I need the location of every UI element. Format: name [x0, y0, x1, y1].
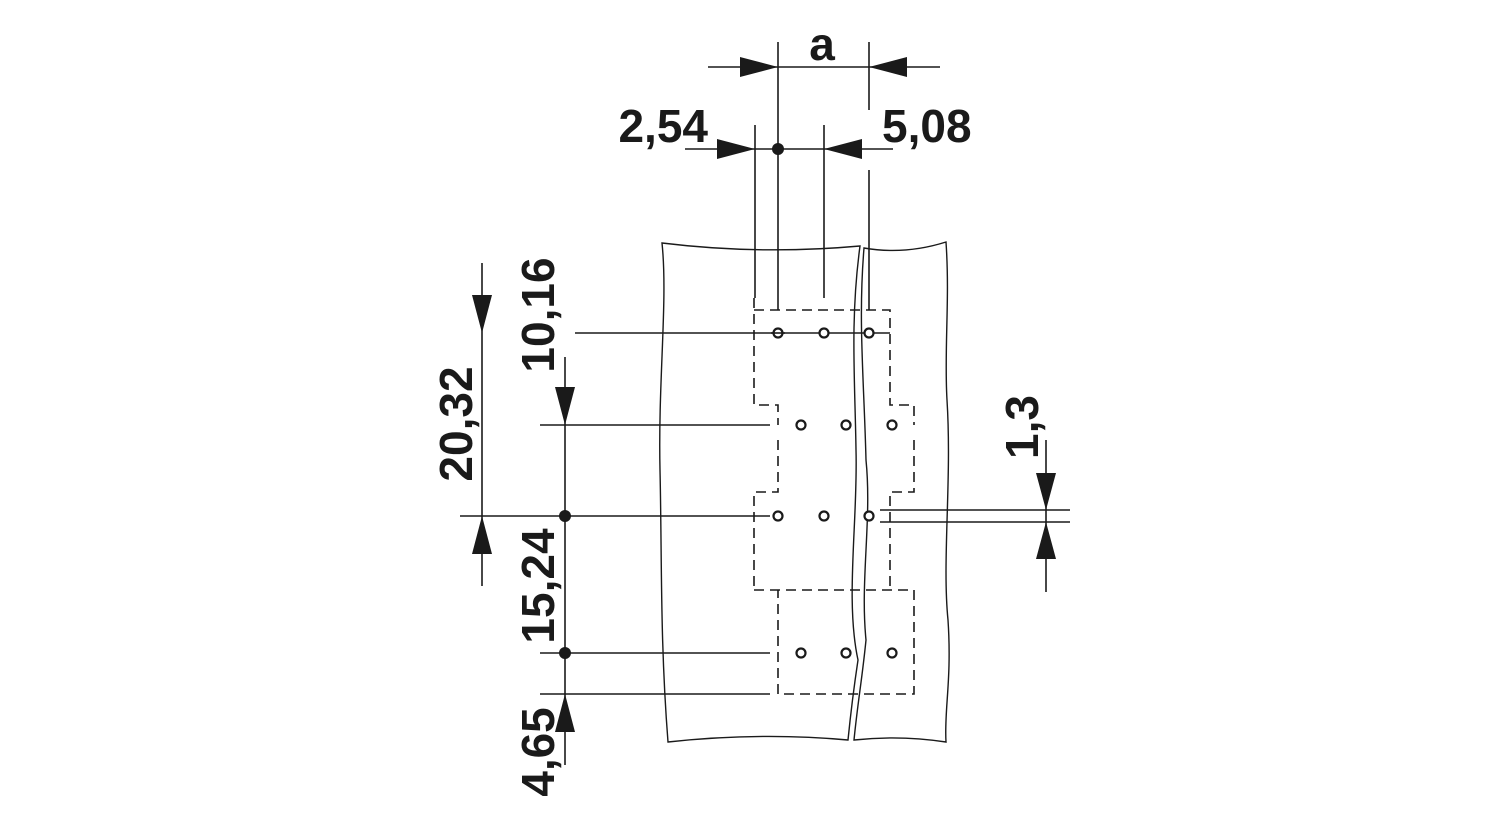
pcb-board [659, 241, 950, 743]
right-dimensions: 1,3 [880, 395, 1070, 592]
hole-r1-c2 [818, 327, 830, 339]
component-2-outline [753, 440, 779, 590]
dim-254-arrow [717, 139, 755, 159]
dim-1-3-arrow-bottom [1036, 522, 1056, 559]
dim-15-24-label: 15,24 [512, 528, 564, 644]
dim-10-16-arrow [555, 387, 575, 425]
dim-a-label: a [809, 18, 835, 70]
top-dimensions: a 2,54 5,08 [618, 18, 972, 310]
component-1-outline [753, 298, 779, 425]
left-dimensions: 20,32 10,16 15,24 4,65 [430, 257, 575, 797]
hole-r1-c3 [863, 327, 875, 339]
hole-rows [460, 327, 898, 695]
dim-1-3-arrow-top [1036, 473, 1056, 510]
hole-r3-c3 [863, 510, 875, 522]
hole-r4-c2 [840, 647, 852, 659]
hole-r2-c2 [840, 419, 852, 431]
dim-4-65-label: 4,65 [512, 707, 564, 797]
dim-2-54-label: 2,54 [618, 100, 708, 152]
component-outlines [753, 298, 915, 695]
hole-r2-c1 [795, 419, 807, 431]
dim-pitch-dot [772, 143, 784, 155]
dim-a-arrow-right [869, 57, 907, 77]
dim-a-arrow-left [740, 57, 778, 77]
dim-20-32-label: 20,32 [430, 366, 482, 481]
dim-15-24-dot-bottom [559, 647, 571, 659]
dim-20-32-arrow-bottom [472, 516, 492, 554]
dim-4-65-arrow [555, 694, 575, 732]
hole-r2-c3 [886, 419, 898, 431]
dim-15-24-dot-top [559, 510, 571, 522]
dim-20-32-arrow-top [472, 295, 492, 333]
hole-r3-c2 [818, 510, 830, 522]
component-3-outline [754, 589, 915, 695]
dim-10-16-label: 10,16 [512, 257, 564, 372]
hole-r4-c1 [795, 647, 807, 659]
hole-r4-c3 [886, 647, 898, 659]
dim-508-arrow [824, 139, 862, 159]
hole-r3-c1 [772, 510, 784, 522]
dim-5-08-label: 5,08 [882, 100, 972, 152]
dim-1-3-label: 1,3 [996, 395, 1048, 459]
